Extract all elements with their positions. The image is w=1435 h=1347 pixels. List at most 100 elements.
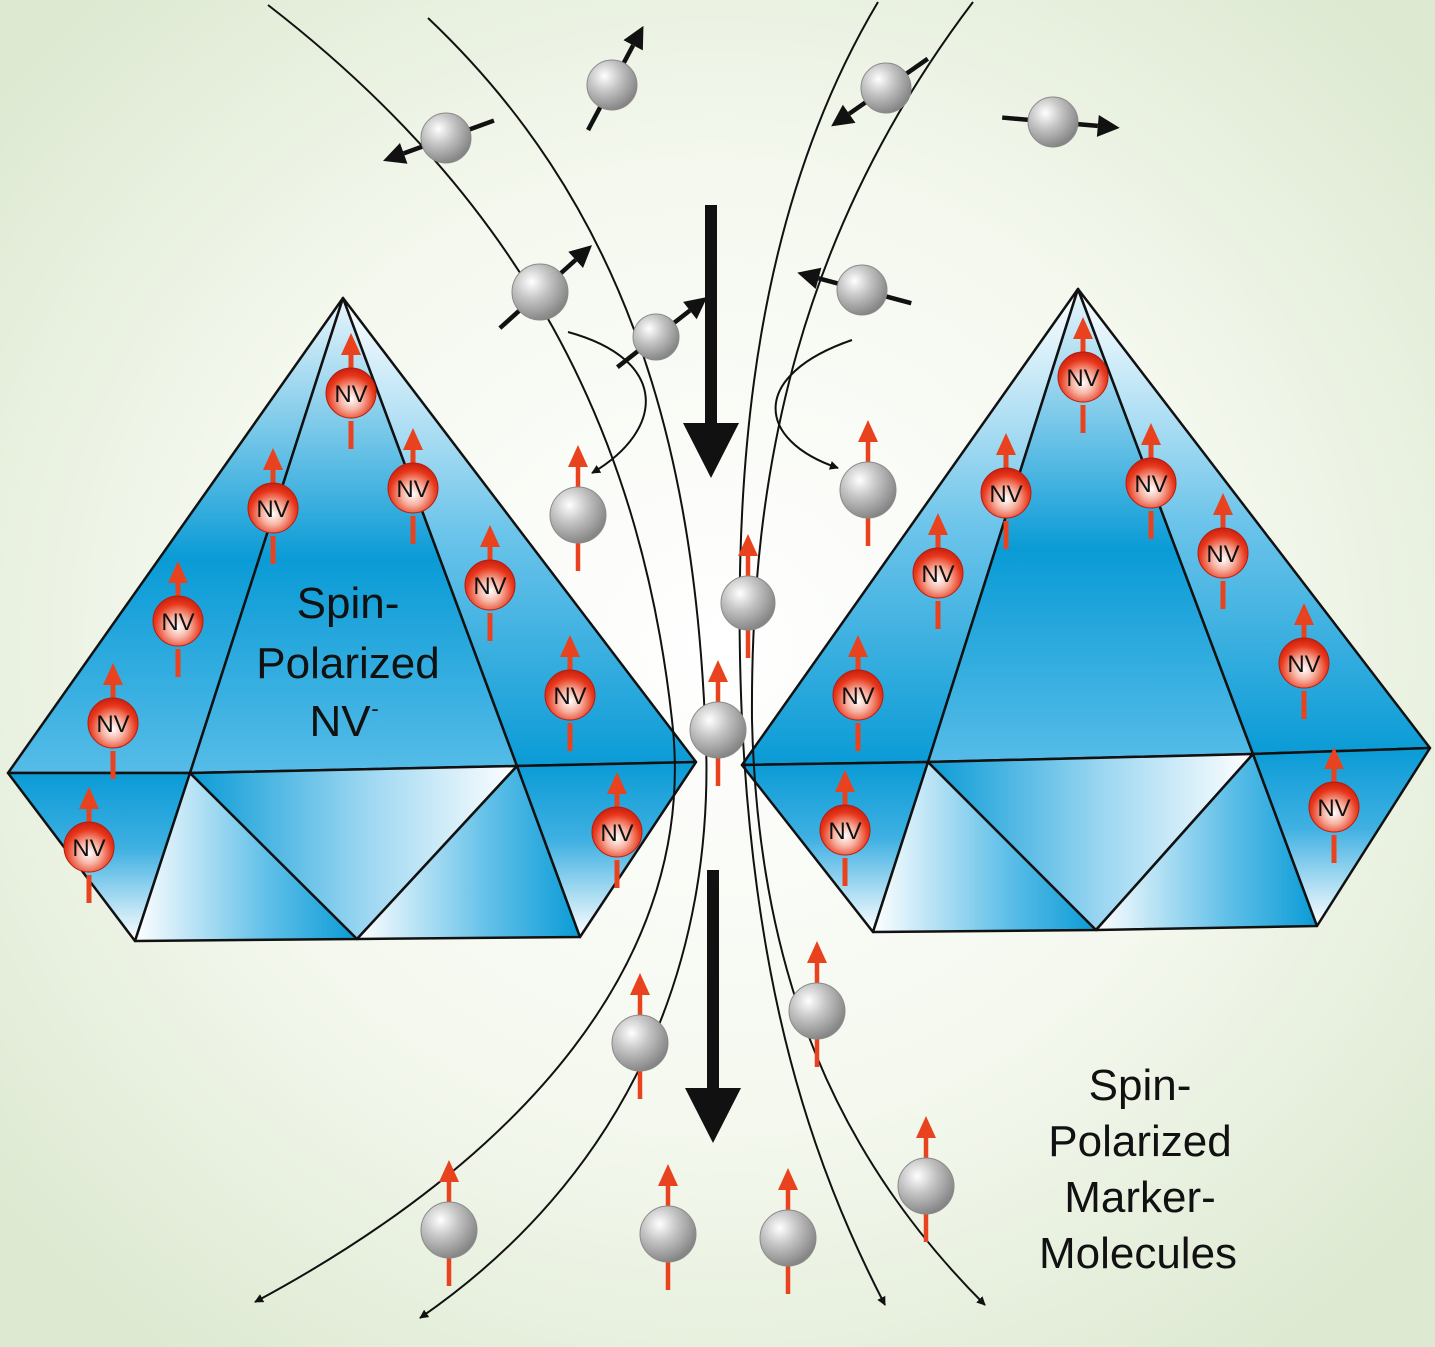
nv-sphere-icon (247, 482, 299, 534)
molecule-sphere-icon (420, 1201, 478, 1259)
spin-up-arrow-icon (103, 663, 123, 685)
field-line-6 (774, 339, 853, 470)
spin-up-arrow-icon (560, 635, 580, 657)
molecule-sphere-icon (420, 112, 472, 164)
spin-up-arrow-icon (835, 770, 855, 792)
nv-label: NV (256, 496, 289, 523)
nv-sphere-icon (819, 804, 871, 856)
marker-molecule (616, 296, 708, 369)
nv-sphere-icon (1278, 637, 1330, 689)
diamond-caption-line1: Spin- (297, 579, 400, 628)
nv-sphere-icon (544, 669, 596, 721)
spin-arrow-icon (831, 104, 856, 127)
molecule-sphere-icon (1027, 96, 1079, 148)
marker-molecule (639, 1164, 697, 1290)
spin-up-arrow-icon (168, 561, 188, 583)
nv-center: NV (325, 333, 377, 449)
nv-center: NV (387, 428, 439, 544)
spin-up-arrow-icon (848, 635, 868, 657)
marker-molecule (759, 1168, 817, 1294)
spin-up-arrow-icon (79, 787, 99, 809)
marker-molecule (611, 973, 669, 1099)
nv-label: NV (600, 820, 633, 847)
marker-molecule (586, 25, 644, 132)
marker-molecule (788, 941, 846, 1067)
nv-center: NV (819, 770, 871, 886)
diamond-caption: Spin- Polarized NV - (256, 579, 439, 746)
marker-molecule (383, 112, 495, 164)
molecule-sphere-icon (689, 701, 747, 759)
nv-label: NV (553, 683, 586, 710)
marker-molecules (383, 25, 1120, 1294)
nv-label: NV (72, 835, 105, 862)
molecule-sphere-icon (586, 59, 638, 111)
spin-arrow-icon (1096, 114, 1120, 137)
spin-up-arrow-icon (1324, 747, 1344, 769)
molecule-sphere-icon (611, 1014, 669, 1072)
spin-arrow-icon (568, 245, 593, 269)
nv-sphere-icon (387, 462, 439, 514)
nv-center: NV (1308, 747, 1360, 863)
spin-up-arrow-icon (1073, 317, 1093, 339)
nv-center: NV (980, 433, 1032, 549)
spin-up-arrow-icon (708, 660, 728, 682)
nv-sphere-icon (591, 806, 643, 858)
molecule-sphere-icon (632, 313, 680, 361)
field-down-arrow-bottom (685, 870, 741, 1143)
nv-label: NV (1206, 541, 1239, 568)
diamond-caption-superscript: - (371, 696, 378, 721)
nv-center: NV (152, 561, 204, 677)
spin-up-arrow-icon (1213, 493, 1233, 515)
molecule-caption: Spin- Polarized Marker- Molecules (1039, 1061, 1237, 1278)
nv-sphere-icon (832, 669, 884, 721)
spin-up-arrow-icon (738, 534, 758, 556)
spin-up-arrow-icon (341, 333, 361, 355)
spin-up-arrow-icon (858, 420, 878, 442)
nv-label: NV (1287, 651, 1320, 678)
spin-up-arrow-icon (480, 525, 500, 547)
spin-up-arrow-icon (439, 1160, 459, 1182)
nv-center: NV (544, 635, 596, 751)
marker-molecule (720, 534, 776, 658)
nv-center: NV (912, 513, 964, 629)
nv-sphere-icon (87, 697, 139, 749)
field-line-3 (738, 1, 886, 1306)
molecule-sphere-icon (788, 982, 846, 1040)
field-down-arrow-top (683, 205, 739, 478)
spin-arrow-icon (623, 25, 644, 51)
marker-molecule (689, 660, 747, 786)
spin-up-arrow-icon (568, 445, 588, 467)
molecule-caption-line1: Spin- (1089, 1061, 1192, 1110)
nv-label: NV (828, 818, 861, 845)
nv-sphere-icon (980, 467, 1032, 519)
molecule-sphere-icon (836, 264, 888, 316)
nv-center: NV (591, 772, 643, 888)
nv-sphere-icon (1308, 781, 1360, 833)
spin-up-arrow-icon (807, 941, 827, 963)
marker-molecule (797, 264, 912, 316)
molecule-sphere-icon (759, 1209, 817, 1267)
field-lines (254, 1, 986, 1319)
nv-center: NV (63, 787, 115, 903)
nv-label: NV (161, 609, 194, 636)
molecule-sphere-icon (839, 461, 897, 519)
nv-center: NV (87, 663, 139, 779)
spin-up-arrow-icon (263, 448, 283, 470)
molecule-sphere-icon (860, 62, 912, 114)
marker-molecule (897, 1116, 955, 1242)
nv-center: NV (1125, 423, 1177, 539)
nv-sphere-icon (1197, 527, 1249, 579)
spin-up-arrow-icon (658, 1164, 678, 1186)
nv-label: NV (1134, 471, 1167, 498)
nv-label: NV (841, 683, 874, 710)
nv-center: NV (832, 635, 884, 751)
nv-center: NV (1057, 317, 1109, 433)
nv-label: NV (96, 711, 129, 738)
molecule-sphere-icon (549, 486, 607, 544)
nv-sphere-icon (1057, 351, 1109, 403)
spin-up-arrow-icon (928, 513, 948, 535)
nv-label: NV (1317, 795, 1350, 822)
nv-sphere-icon (1125, 457, 1177, 509)
